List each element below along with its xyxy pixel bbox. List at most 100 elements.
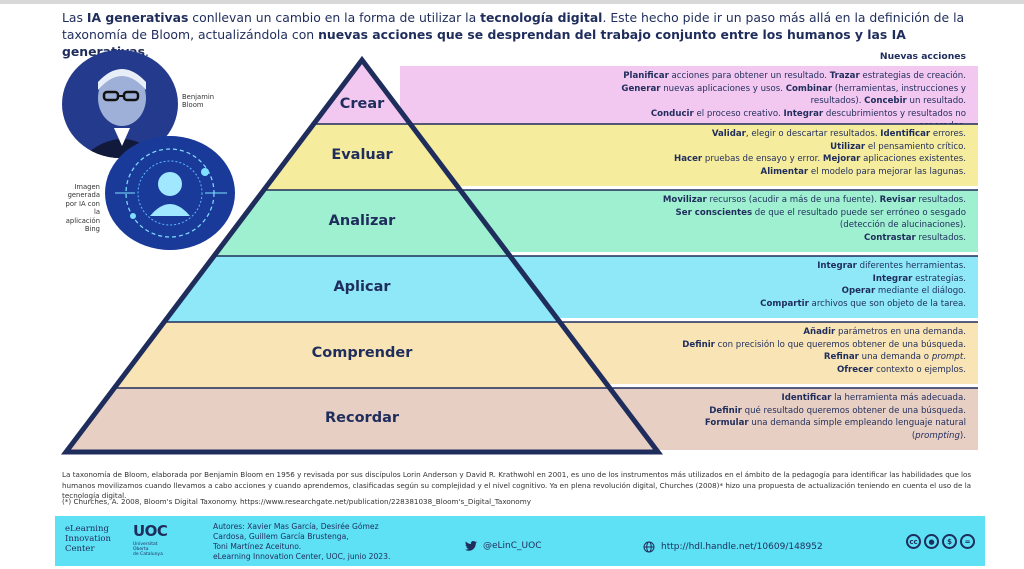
- action-segment: Utilizar: [830, 141, 866, 152]
- action-segment: ).: [959, 430, 966, 441]
- action-line: Refinar una demanda o prompt.: [606, 351, 966, 364]
- action-line: Compartir archivos que son objeto de la …: [606, 298, 966, 311]
- action-description: Movilizar recursos (acudir a más de una …: [606, 194, 966, 244]
- action-band: [400, 124, 978, 186]
- action-segment: aplicaciones existentes.: [860, 154, 966, 165]
- intro-part: conllevan un cambio en la forma de utili…: [188, 10, 481, 25]
- action-segment: Definir: [709, 405, 742, 416]
- cc-icon: cc: [906, 534, 921, 549]
- pyramid-label: Comprender: [311, 345, 413, 361]
- twitter-icon: [465, 541, 477, 551]
- action-line: Ser conscientes de que el resultado pued…: [606, 207, 966, 220]
- action-segment: recursos (acudir a más de una fuente).: [706, 195, 880, 205]
- intro-bold: IA generativas: [86, 10, 189, 25]
- action-description: Añadir parámetros en una demanda.Definir…: [606, 326, 966, 376]
- bloom-caption: Benjamin Bloom: [182, 93, 215, 110]
- action-segment: Planificar: [623, 71, 669, 81]
- action-line: (detección de alucinaciones).: [606, 219, 966, 232]
- action-segment: Ofrecer: [836, 364, 874, 375]
- action-line: Integrar estrategias.: [606, 273, 966, 286]
- nuevas-acciones-title: Nuevas acciones: [879, 51, 966, 62]
- action-segment: Generar: [621, 83, 661, 94]
- pyramid-label: Crear: [339, 96, 385, 112]
- action-segment: una demanda simple empleando lenguaje na…: [748, 418, 966, 429]
- action-segment: contexto o ejemplos.: [873, 364, 966, 375]
- top-bar: [0, 0, 1024, 4]
- action-description: Validar, elegir o descartar resultados. …: [606, 128, 966, 178]
- action-segment: Identificar: [781, 393, 832, 403]
- action-description: Identificar la herramienta más adecuada.…: [606, 392, 966, 442]
- action-segment: Formular: [704, 418, 749, 429]
- pyramid-label: Analizar: [328, 213, 396, 229]
- action-segment: Ser conscientes: [675, 207, 753, 218]
- action-line: Identificar la herramienta más adecuada.: [606, 392, 967, 405]
- action-line: Definir qué resultado queremos obtener d…: [606, 405, 966, 418]
- action-segment: Identificar: [880, 129, 931, 139]
- ai-illustration: [113, 136, 227, 250]
- action-segment: Integrar: [817, 261, 857, 271]
- pyramid-level-crear: [313, 60, 411, 124]
- action-segment: resultados.: [915, 195, 966, 205]
- action-segment: Alimentar: [760, 166, 809, 177]
- action-segment: Trazar: [829, 71, 860, 81]
- action-segment: , elegir o descartar resultados.: [745, 129, 881, 139]
- action-line: Hacer pruebas de ensayo y error. Mejorar…: [606, 153, 966, 166]
- uoc-logo: UOC: [133, 522, 168, 540]
- action-segment: Validar: [711, 129, 746, 139]
- action-segment: Integrar: [872, 273, 913, 284]
- action-segment: Compartir: [760, 298, 809, 309]
- action-line: Operar mediante el diálogo.: [606, 285, 966, 298]
- action-segment: el proceso creativo.: [693, 108, 784, 119]
- action-segment: Mejorar: [822, 154, 861, 165]
- action-line: Generar nuevas aplicaciones y usos. Comb…: [606, 83, 966, 108]
- nd-icon: =: [960, 534, 975, 549]
- action-description: Integrar diferentes herramientas.Integra…: [606, 260, 966, 310]
- footnote-reference: (*) Churches, A. 2008, Bloom's Digital T…: [62, 497, 531, 506]
- action-line: Añadir parámetros en una demanda.: [606, 326, 966, 339]
- action-line: Planificar acciones para obtener un resu…: [606, 70, 966, 83]
- action-segment: Integrar: [783, 108, 824, 119]
- action-segment: una demanda o: [858, 352, 932, 363]
- action-line: Contrastar resultados.: [606, 232, 966, 245]
- handle-text: http://hdl.handle.net/10609/148952: [661, 542, 823, 552]
- action-segment: mediante el diálogo.: [875, 286, 966, 297]
- action-segment: estrategias.: [912, 273, 966, 284]
- action-segment: diferentes herramientas.: [856, 261, 966, 271]
- action-segment: .: [963, 352, 966, 363]
- twitter-handle[interactable]: @eLinC_UOC: [465, 541, 542, 551]
- action-line: Ofrecer contexto o ejemplos.: [606, 364, 966, 377]
- action-line: Movilizar recursos (acudir a más de una …: [606, 194, 966, 207]
- nc-icon: $: [942, 534, 957, 549]
- pyramid-label: Aplicar: [333, 279, 391, 295]
- ai-image: [105, 136, 235, 250]
- action-segment: Añadir: [803, 327, 836, 337]
- action-line: Integrar diferentes herramientas.: [606, 260, 966, 273]
- action-segment: (herramientas, instrucciones y resultado…: [810, 83, 966, 107]
- authors: Autores: Xavier Mas García, Desirée Góme…: [213, 522, 391, 561]
- action-segment: Contrastar: [864, 232, 916, 243]
- pyramid-outline: [60, 55, 664, 455]
- pyramid-level-comprender: [114, 322, 610, 388]
- action-segment: el modelo para mejorar las lagunas.: [808, 166, 966, 177]
- ai-caption: Imagen generada por IA con la aplicación…: [65, 183, 100, 234]
- action-segment: el pensamiento crítico.: [865, 141, 966, 152]
- action-segment: Revisar: [879, 195, 916, 205]
- action-segment: Hacer: [674, 154, 703, 165]
- pyramid-level-analizar: [214, 190, 510, 256]
- action-segment: prompt: [931, 352, 964, 363]
- intro-part: .: [144, 44, 149, 59]
- action-segment: Movilizar: [662, 195, 707, 205]
- footer-bar: eLearning Innovation Center UOC Universi…: [55, 516, 985, 566]
- action-segment: acciones para obtener un resultado.: [668, 71, 830, 81]
- action-segment: errores.: [930, 129, 966, 139]
- action-segment: de que el resultado puede ser erróneo o …: [752, 207, 966, 218]
- footnote-main: La taxonomía de Bloom, elaborada por Ben…: [62, 470, 972, 500]
- handle-link[interactable]: http://hdl.handle.net/10609/148952: [643, 541, 823, 553]
- action-segment: (: [911, 430, 916, 441]
- by-icon: ●: [924, 534, 939, 549]
- globe-icon: [643, 541, 655, 553]
- action-segment: un resultado.: [906, 96, 966, 107]
- action-segment: Definir: [682, 339, 715, 350]
- action-segment: archivos que son objeto de la tarea.: [808, 298, 966, 309]
- action-line: Alimentar el modelo para mejorar las lag…: [606, 166, 966, 179]
